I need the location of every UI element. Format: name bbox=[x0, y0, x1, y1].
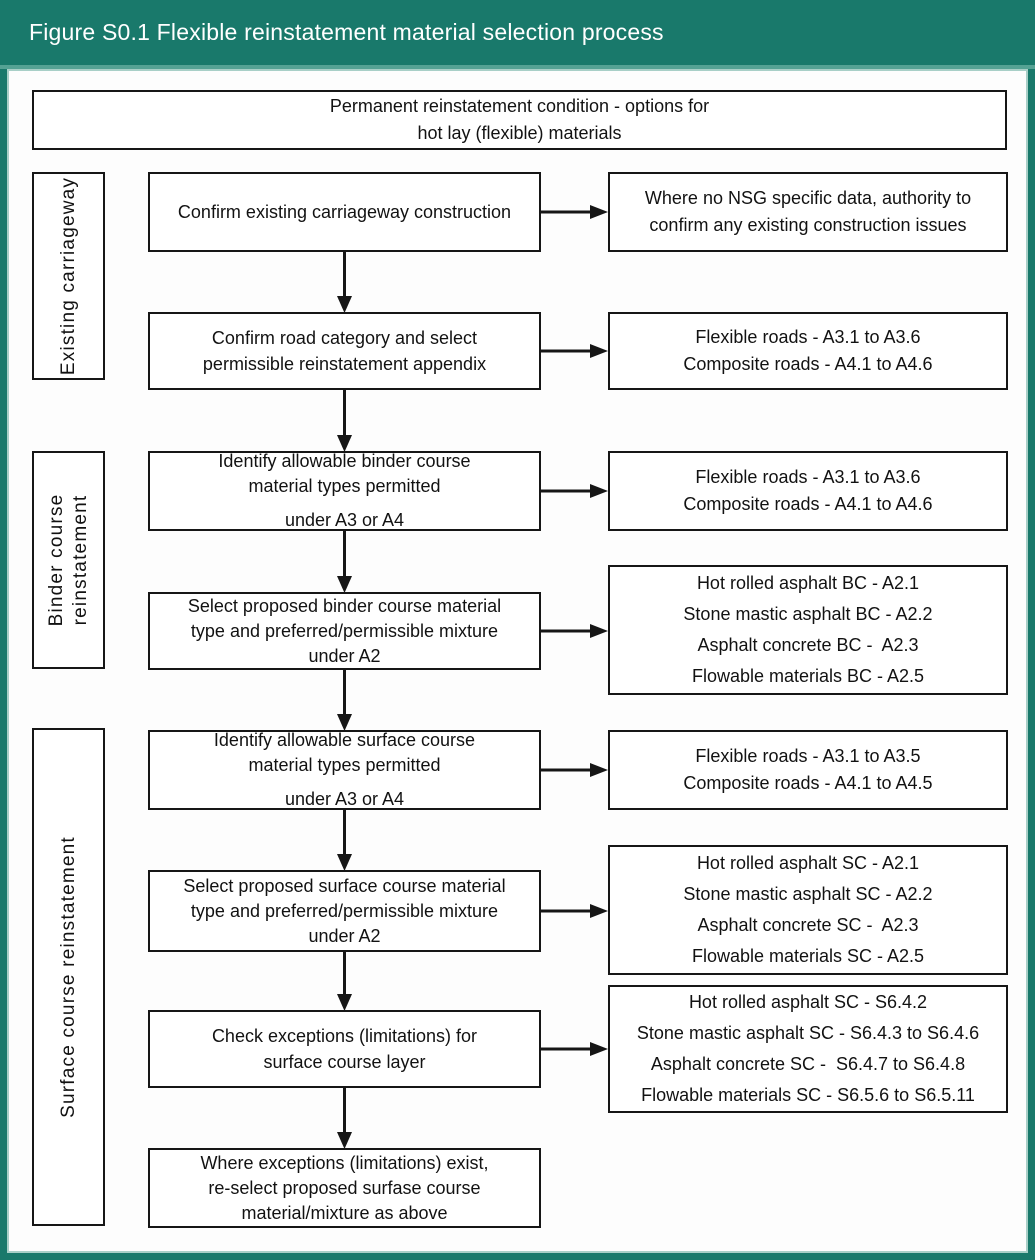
text-line: re-select proposed surfase course bbox=[208, 1177, 481, 1198]
text-line: Composite roads - A4.1 to A4.5 bbox=[683, 773, 933, 793]
text-line: under A2 bbox=[308, 925, 381, 946]
section-label-text: Existing carriageway bbox=[57, 176, 79, 376]
text-line: material types permitted bbox=[248, 476, 441, 496]
ref-box-binder-materials: Hot rolled asphalt BC - A2.1 Stone masti… bbox=[608, 565, 1008, 695]
text-line: Flexible roads - A3.1 to A3.6 bbox=[695, 467, 921, 487]
text-line: Stone mastic asphalt SC - A2.2 bbox=[683, 884, 933, 904]
text-line: Select proposed binder course material bbox=[187, 595, 502, 616]
text-line: Where exceptions (limitations) exist, bbox=[200, 1152, 489, 1173]
text-line: Permanent reinstatement condition - opti… bbox=[329, 96, 710, 116]
text-line: Asphalt concrete BC - A2.3 bbox=[697, 635, 919, 655]
section-label-existing-carriageway: Existing carriageway bbox=[32, 172, 105, 380]
text-line: Hot rolled asphalt BC - A2.1 bbox=[696, 573, 920, 593]
text-line: confirm any existing construction issues bbox=[649, 215, 967, 235]
ref-box-road-appendix: Flexible roads - A3.1 to A3.6 Composite … bbox=[608, 312, 1008, 390]
step-box-check-exceptions: Check exceptions (limitations) for surfa… bbox=[148, 1010, 541, 1088]
text-line: material types permitted bbox=[248, 755, 441, 775]
text-line: Composite roads - A4.1 to A4.6 bbox=[683, 494, 933, 514]
step-box-identify-surface-materials: Identify allowable surface course materi… bbox=[148, 730, 541, 810]
ref-box-binder-appendix: Flexible roads - A3.1 to A3.6 Composite … bbox=[608, 451, 1008, 531]
text-line: Composite roads - A4.1 to A4.6 bbox=[683, 354, 933, 374]
figure-title: Figure S0.1 Flexible reinstatement mater… bbox=[29, 19, 664, 45]
text-line: Flowable materials BC - A2.5 bbox=[691, 666, 925, 686]
text-line: Binder course bbox=[45, 493, 67, 627]
text-line: Identify allowable binder course bbox=[218, 451, 471, 471]
text-line: Check exceptions (limitations) for bbox=[211, 1026, 478, 1046]
text-line: Flexible roads - A3.1 to A3.6 bbox=[695, 327, 921, 347]
text-line: under A3 or A4 bbox=[284, 510, 405, 530]
step-box-confirm-road-category: Confirm road category and select permiss… bbox=[148, 312, 541, 390]
text-line: Identify allowable surface course bbox=[213, 730, 476, 750]
text-line: type and preferred/permissible mixture bbox=[190, 620, 499, 641]
ref-box-surface-appendix: Flexible roads - A3.1 to A3.5 Composite … bbox=[608, 730, 1008, 810]
text-line: Confirm existing carriageway constructio… bbox=[177, 202, 512, 222]
ref-box-surface-materials: Hot rolled asphalt SC - A2.1 Stone masti… bbox=[608, 845, 1008, 975]
text-line: Flowable materials SC - S6.5.6 to S6.5.1… bbox=[641, 1085, 975, 1105]
text-line: Hot rolled asphalt SC - S6.4.2 bbox=[688, 992, 928, 1012]
figure-title-bar: Figure S0.1 Flexible reinstatement mater… bbox=[0, 0, 1035, 69]
section-label-surface-course: Surface course reinstatement bbox=[32, 728, 105, 1226]
text-line: surface course layer bbox=[263, 1052, 426, 1072]
ref-box-nsg-data: Where no NSG specific data, authority to… bbox=[608, 172, 1008, 252]
condition-box-permanent-reinstatement: Permanent reinstatement condition - opti… bbox=[32, 90, 1007, 150]
text-line: Confirm road category and select bbox=[211, 328, 478, 348]
text-line: Stone mastic asphalt BC - A2.2 bbox=[683, 604, 933, 624]
step-box-reselect-material: Where exceptions (limitations) exist, re… bbox=[148, 1148, 541, 1228]
text-line: Flexible roads - A3.1 to A3.5 bbox=[695, 746, 921, 766]
section-label-binder-course: Binder course reinstatement bbox=[32, 451, 105, 669]
text-line: Hot rolled asphalt SC - A2.1 bbox=[696, 853, 920, 873]
text-line: Asphalt concrete SC - A2.3 bbox=[697, 915, 919, 935]
text-line: Asphalt concrete SC - S6.4.7 to S6.4.8 bbox=[650, 1054, 966, 1074]
text-line: Flowable materials SC - A2.5 bbox=[691, 946, 925, 966]
text-line: reinstatement bbox=[69, 494, 91, 626]
section-label-text: Binder course reinstatement bbox=[45, 494, 93, 627]
text-line: Select proposed surface course material bbox=[183, 875, 506, 896]
text-line: material/mixture as above bbox=[241, 1202, 448, 1223]
step-box-confirm-construction: Confirm existing carriageway constructio… bbox=[148, 172, 541, 252]
text-line: under A3 or A4 bbox=[284, 789, 405, 809]
section-label-text: Surface course reinstatement bbox=[57, 836, 79, 1118]
text-line: hot lay (flexible) materials bbox=[417, 123, 622, 143]
text-line: type and preferred/permissible mixture bbox=[190, 900, 499, 921]
step-box-select-binder-mixture: Select proposed binder course material t… bbox=[148, 592, 541, 670]
text-line: permissible reinstatement appendix bbox=[202, 354, 487, 374]
text-line: Stone mastic asphalt SC - S6.4.3 to S6.4… bbox=[636, 1023, 980, 1043]
text-line: Where no NSG specific data, authority to bbox=[644, 188, 972, 208]
step-box-select-surface-mixture: Select proposed surface course material … bbox=[148, 870, 541, 952]
ref-box-surface-exceptions: Hot rolled asphalt SC - S6.4.2 Stone mas… bbox=[608, 985, 1008, 1113]
step-box-identify-binder-materials: Identify allowable binder course materia… bbox=[148, 451, 541, 531]
text-line: under A2 bbox=[308, 645, 381, 666]
